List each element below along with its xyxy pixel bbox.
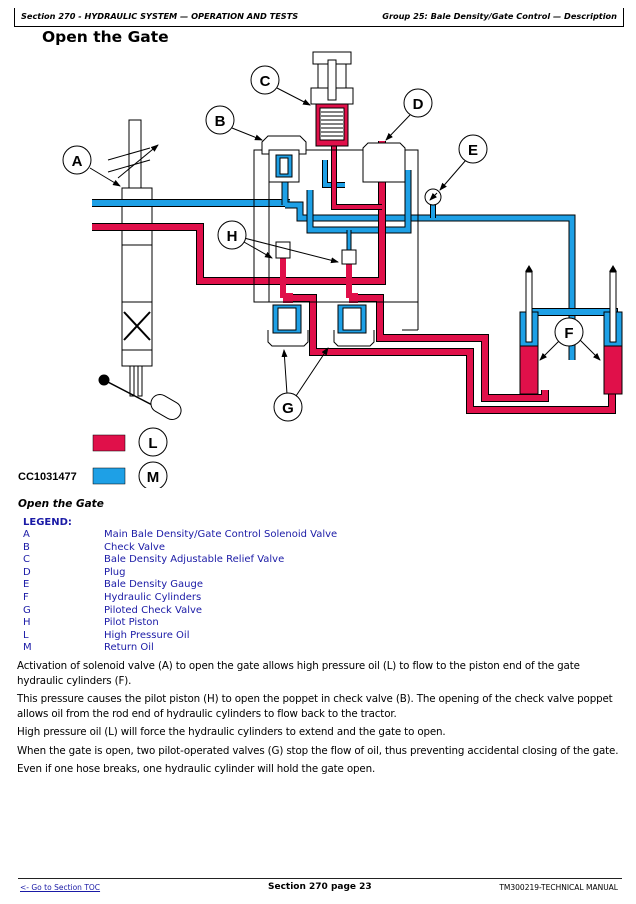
- color-key: L M: [92, 427, 168, 488]
- svg-text:G: G: [282, 400, 294, 417]
- pilot-pistons-h: [275, 241, 357, 265]
- group-title: Group 25: Bale Density/Gate Control — De…: [382, 11, 617, 21]
- callout-h: H: [217, 220, 247, 250]
- callout-leaders: [89, 87, 601, 397]
- piloted-check-valves-g: [267, 304, 375, 347]
- svg-text:L: L: [148, 435, 157, 452]
- legend-title: LEGEND:: [23, 517, 72, 528]
- svg-text:H: H: [227, 228, 238, 245]
- svg-text:A: A: [72, 153, 83, 170]
- svg-text:M: M: [147, 469, 160, 486]
- high-pressure-swatch: [92, 434, 126, 452]
- section-title: Section 270 - HYDRAULIC SYSTEM — OPERATI…: [21, 11, 299, 21]
- description-text: Activation of solenoid valve (A) to open…: [17, 659, 622, 781]
- svg-text:C: C: [260, 73, 271, 90]
- callout-a: A: [62, 145, 92, 175]
- callout-f: F: [554, 317, 584, 347]
- figure-id: CC1031477: [18, 471, 77, 483]
- page-number: Section 270 page 23: [268, 882, 372, 892]
- svg-text:E: E: [468, 142, 478, 159]
- paragraph: Even if one hose breaks, one hydraulic c…: [17, 763, 376, 775]
- paragraph: This pressure causes the pilot piston (H…: [17, 693, 613, 720]
- relief-valve-c: [310, 51, 354, 147]
- svg-text:F: F: [564, 325, 573, 342]
- return-oil-swatch: [92, 467, 126, 485]
- high-pressure-oil-lines: [92, 141, 616, 414]
- manual-id: TM300219-TECHNICAL MANUAL: [499, 883, 618, 892]
- paragraph: When the gate is open, two pilot-operate…: [17, 744, 619, 757]
- callout-d: D: [403, 88, 433, 118]
- callout-g: G: [273, 392, 303, 422]
- hydraulic-schematic: A B C D E H F G L M: [62, 51, 623, 488]
- hydraulic-cylinders-f: [519, 265, 623, 395]
- page-header: Section 270 - HYDRAULIC SYSTEM — OPERATI…: [14, 8, 624, 27]
- solenoid-valve-a: [98, 119, 182, 420]
- figure-caption: Open the Gate: [18, 498, 104, 510]
- paragraph: Activation of solenoid valve (A) to open…: [17, 660, 580, 687]
- callout-b: B: [205, 105, 235, 135]
- paragraph: High pressure oil (L) will force the hyd…: [17, 726, 446, 738]
- section-toc-link[interactable]: <- Go to Section TOC: [20, 883, 101, 892]
- page-title: Open the Gate: [42, 28, 169, 46]
- svg-text:B: B: [215, 113, 226, 130]
- callout-e: E: [458, 134, 488, 164]
- footer-divider: [18, 878, 622, 879]
- svg-text:D: D: [413, 96, 424, 113]
- bale-density-gauge-e: [424, 188, 442, 206]
- callout-c: C: [250, 65, 280, 95]
- check-valve-b: [261, 135, 307, 183]
- plug-d: [362, 142, 406, 183]
